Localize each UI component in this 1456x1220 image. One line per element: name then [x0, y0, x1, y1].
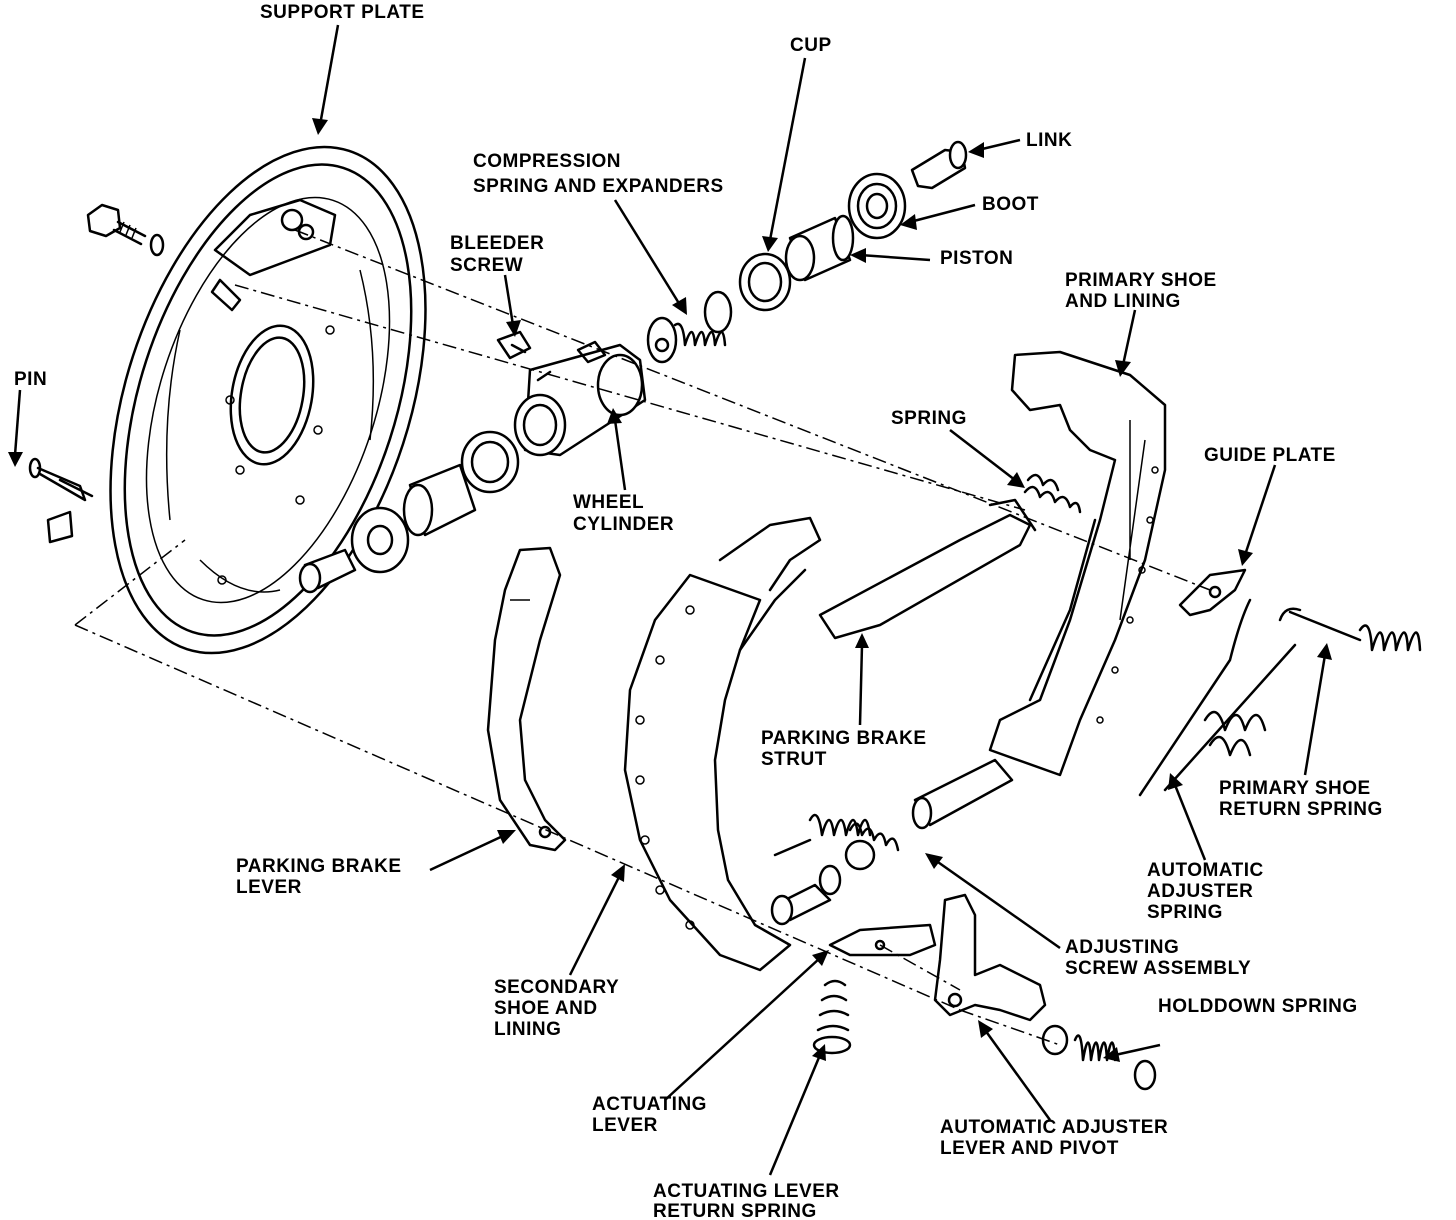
callout-labels: SUPPORT PLATE CUP LINK COMPRESSION SPRIN…: [14, 2, 1383, 1220]
compression-spring-expanders: [646, 290, 733, 364]
label-compression-1: COMPRESSION: [473, 151, 621, 172]
piston-right: [784, 214, 855, 282]
label-secondary-shoe-2: SHOE AND: [494, 998, 598, 1019]
label-parking-brake-strut-1: PARKING BRAKE: [761, 728, 927, 749]
label-actuating-lever-1: ACTUATING: [592, 1094, 707, 1115]
label-actuating-return-2: RETURN SPRING: [653, 1201, 817, 1220]
label-primary-shoe-2: AND LINING: [1065, 291, 1181, 312]
cup-left: [460, 430, 520, 494]
automatic-adjuster-spring: [1138, 598, 1297, 797]
piston-left: [402, 463, 477, 537]
secondary-return-spring: [773, 813, 872, 857]
cup-right: [738, 252, 792, 312]
support-plate: [109, 145, 427, 655]
pin-part: [28, 457, 94, 544]
label-adjusting-screw-2: SCREW ASSEMBLY: [1065, 958, 1251, 979]
leader-arrows: [8, 24, 1332, 1176]
primary-shoe: [988, 350, 1167, 777]
label-actuating-return-1: ACTUATING LEVER: [653, 1181, 840, 1202]
label-secondary-shoe-3: LINING: [494, 1019, 561, 1040]
label-primary-shoe-1: PRIMARY SHOE: [1065, 270, 1217, 291]
mounting-bolt: [86, 203, 165, 257]
label-parking-brake-strut-2: STRUT: [761, 749, 827, 770]
label-secondary-shoe-1: SECONDARY: [494, 977, 619, 998]
actuating-lever: [828, 923, 937, 957]
label-parking-brake-lever-1: PARKING BRAKE: [236, 856, 402, 877]
parking-brake-strut: [818, 498, 1037, 640]
label-wheel-cylinder-1: WHEEL: [573, 492, 644, 513]
parking-brake-lever: [486, 546, 567, 852]
actuating-lever-return-spring: [812, 979, 852, 1055]
label-holddown-spring: HOLDDOWN SPRING: [1158, 996, 1358, 1017]
label-support-plate: SUPPORT PLATE: [260, 2, 425, 23]
boot-right: [847, 172, 907, 240]
label-actuating-lever-2: LEVER: [592, 1115, 658, 1136]
label-bleeder-2: SCREW: [450, 255, 523, 276]
strut-spring: [1023, 473, 1082, 514]
primary-shoe-return-spring: [1278, 607, 1422, 652]
label-spring: SPRING: [891, 408, 967, 429]
alignment-lines: [74, 229, 1211, 1046]
label-auto-adjuster-spring-2: ADJUSTER: [1147, 881, 1253, 902]
label-piston: PISTON: [940, 248, 1013, 269]
secondary-shoe: [623, 516, 822, 972]
label-parking-brake-lever-2: LEVER: [236, 877, 302, 898]
label-bleeder-1: BLEEDER: [450, 233, 544, 254]
label-wheel-cylinder-2: CYLINDER: [573, 514, 674, 535]
label-auto-adjuster-lever-2: LEVER AND PIVOT: [940, 1138, 1119, 1159]
label-compression-2: SPRING AND EXPANDERS: [473, 176, 724, 197]
label-primary-return-2: RETURN SPRING: [1219, 799, 1383, 820]
holddown-spring: [1041, 1024, 1157, 1091]
label-guide-plate: GUIDE PLATE: [1204, 445, 1336, 466]
label-auto-adjuster-lever-1: AUTOMATIC ADJUSTER: [940, 1117, 1168, 1138]
bleeder-screw: [496, 330, 532, 360]
label-auto-adjuster-spring-3: SPRING: [1147, 902, 1223, 923]
adjusting-screw-assembly: [770, 758, 1014, 926]
guide-plate: [1178, 568, 1247, 617]
automatic-adjuster-lever-pivot: [933, 893, 1047, 1022]
label-boot: BOOT: [982, 194, 1039, 215]
label-auto-adjuster-spring-1: AUTOMATIC: [1147, 860, 1264, 881]
label-cup: CUP: [790, 35, 832, 56]
label-pin: PIN: [14, 369, 47, 390]
label-primary-return-1: PRIMARY SHOE: [1219, 778, 1371, 799]
wheel-cylinder: [513, 340, 647, 457]
label-link: LINK: [1026, 130, 1072, 151]
label-adjusting-screw-1: ADJUSTING: [1065, 937, 1179, 958]
boot-left: [350, 506, 410, 574]
link-left: [298, 548, 357, 594]
link-right: [910, 140, 968, 190]
